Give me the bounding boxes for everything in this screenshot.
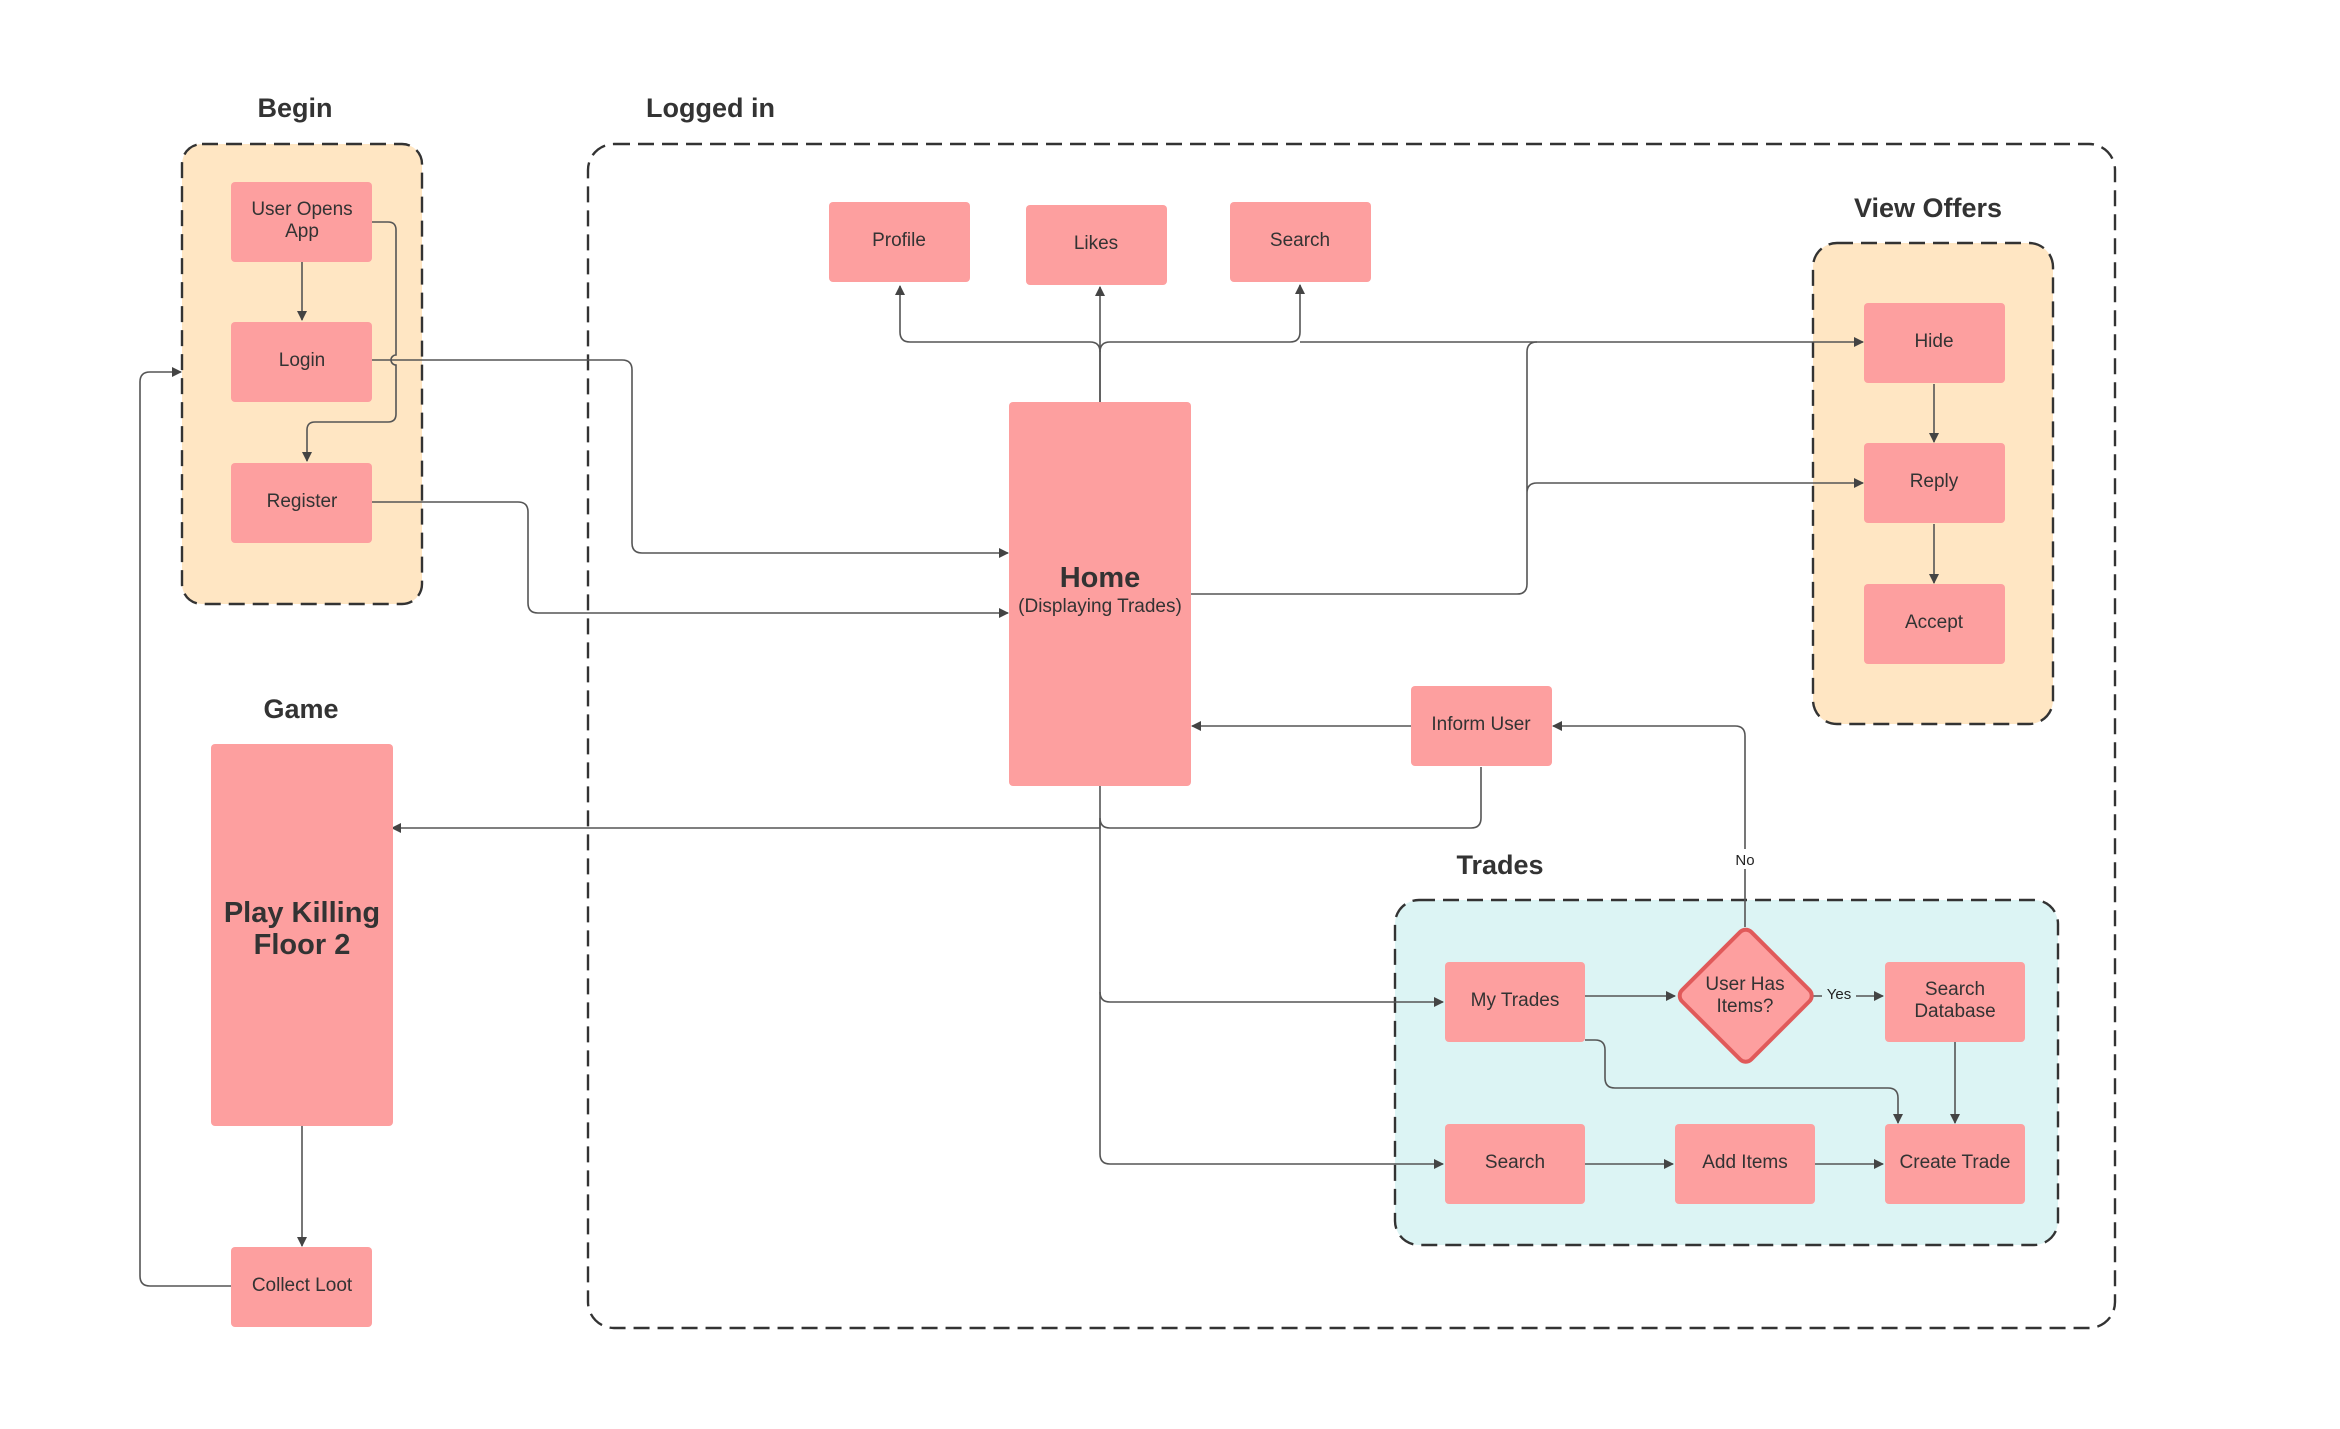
node-hide-label: Hide [1914,331,1953,352]
node-accept[interactable]: Accept [1864,584,2005,664]
node-my-trades-label: My Trades [1471,990,1560,1011]
edge-inform-to-game [392,767,1482,828]
node-register[interactable]: Register [231,463,372,543]
node-search-database-label-1: Search [1925,979,1985,1000]
node-play-killing-floor[interactable]: Play Killing Floor 2 [211,744,393,1126]
node-add-items[interactable]: Add Items [1675,1124,1815,1204]
edge-home-to-mytrades [1099,786,1444,1007]
node-collect-loot-label: Collect Loot [252,1275,353,1296]
node-home[interactable]: Home (Displaying Trades) [1009,402,1191,786]
node-inform-user[interactable]: Inform User [1411,686,1552,766]
node-home-subtitle: (Displaying Trades) [1018,596,1182,617]
node-search-top-label: Search [1270,230,1330,251]
edge-decision-no-to-inform [1552,721,1746,927]
edge-login-to-home [372,359,1009,558]
node-search-database-label-2: Database [1914,1001,1995,1022]
trades-group-title: Trades [1456,850,1543,880]
view-offers-group-title: View Offers [1854,193,2002,223]
node-search-top[interactable]: Search [1230,202,1371,282]
node-profile[interactable]: Profile [829,202,970,282]
node-search-trades-label: Search [1485,1152,1545,1173]
node-play-label-1: Play Killing [224,897,380,929]
node-create-trade[interactable]: Create Trade [1885,1124,2025,1204]
node-likes-label: Likes [1074,233,1118,254]
edge-open-to-register [302,221,397,462]
node-likes[interactable]: Likes [1026,205,1167,285]
edge-home-to-reply [1191,341,1863,595]
edge-label-no: No [1735,852,1754,869]
node-play-label-2: Floor 2 [254,929,351,961]
node-home-title: Home [1060,562,1141,594]
edge-loot-to-login [139,367,231,1287]
edge-home-to-search-trades [1099,992,1444,1169]
game-group-title: Game [263,694,338,724]
node-hide[interactable]: Hide [1864,303,2005,383]
node-search-trades[interactable]: Search [1445,1124,1585,1204]
edge-mytrades-to-create [1585,1039,1903,1124]
begin-group-title: Begin [257,93,332,123]
node-decision-label-1: User Has [1705,974,1784,995]
node-accept-label: Accept [1905,612,1964,633]
node-decision-label-2: Items? [1716,996,1773,1017]
edge-label-yes: Yes [1827,986,1851,1003]
node-user-opens-app-label-2: App [285,221,319,242]
node-user-opens-app[interactable]: User Opens App [231,182,372,262]
edge-home-to-profile [895,285,1101,402]
edge-register-to-home [372,501,1009,618]
node-register-label: Register [267,491,338,512]
edge-home-to-search [1099,284,1305,353]
node-reply-label: Reply [1910,471,1959,492]
yes-label-bg [1822,985,1856,1005]
node-inform-user-label: Inform User [1431,714,1531,735]
node-reply[interactable]: Reply [1864,443,2005,523]
node-create-trade-label: Create Trade [1900,1152,2011,1173]
node-search-database[interactable]: Search Database [1885,962,2025,1042]
node-add-items-label: Add Items [1702,1152,1788,1173]
node-login-label: Login [279,350,326,371]
node-user-opens-app-label-1: User Opens [251,199,352,220]
node-login[interactable]: Login [231,322,372,402]
node-collect-loot[interactable]: Collect Loot [231,1247,372,1327]
node-my-trades[interactable]: My Trades [1445,962,1585,1042]
no-label-bg [1729,849,1761,869]
node-profile-label: Profile [872,230,926,251]
logged-in-group-title: Logged in [646,93,775,123]
node-user-has-items-decision[interactable]: User Has Items? [1676,926,1815,1065]
